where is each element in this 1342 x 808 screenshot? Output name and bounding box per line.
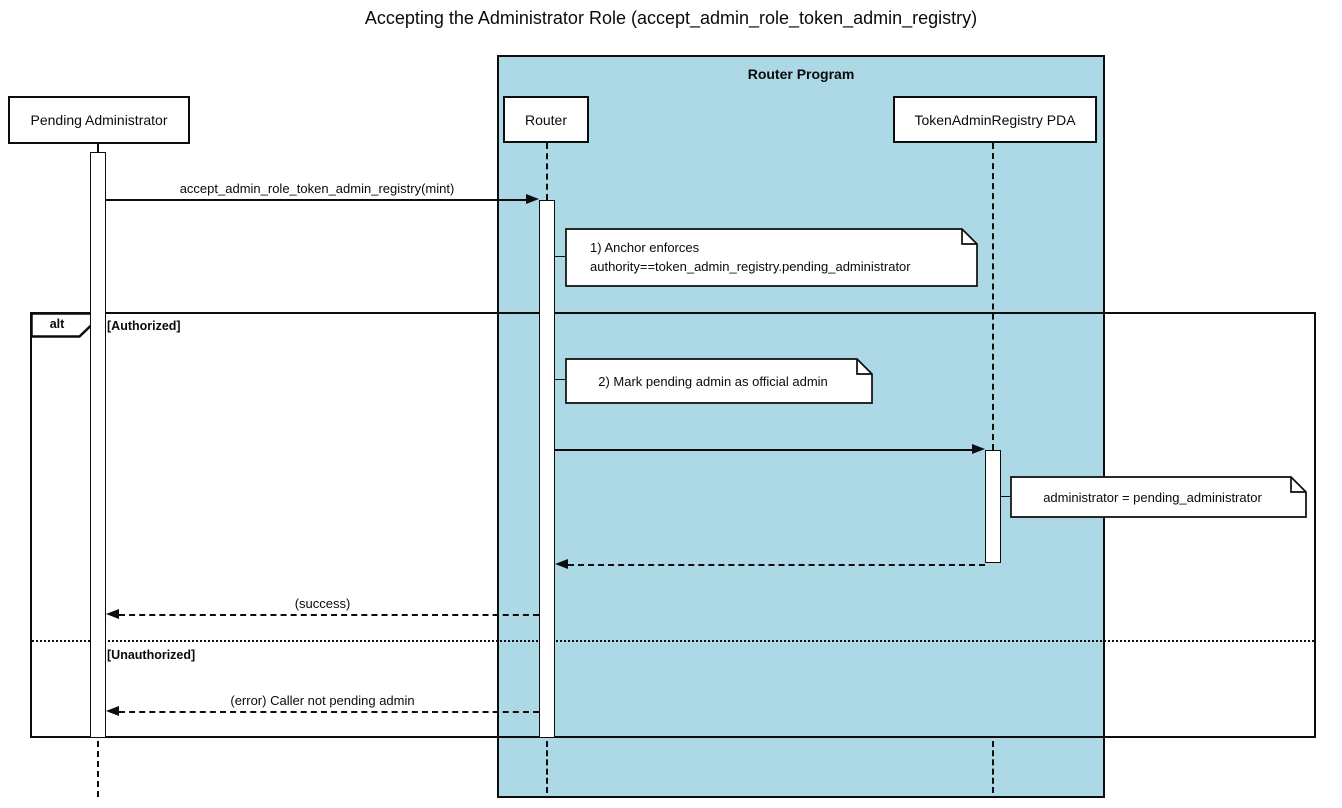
- message-line-router-to-pda: [555, 449, 973, 451]
- lifeline-pending-administrator-bottom: [97, 741, 99, 797]
- guard-unauthorized: [Unauthorized]: [107, 648, 196, 662]
- arrowhead-right-icon: [972, 444, 985, 454]
- lifeline-router-bottom: [546, 741, 548, 793]
- note-connector: [1001, 496, 1010, 497]
- message-label-success: (success): [294, 596, 351, 611]
- alt-operator-pentagon-icon: [29, 311, 93, 338]
- activation-router: [539, 200, 555, 738]
- participant-router: Router: [503, 96, 589, 143]
- arrowhead-right-icon: [526, 194, 539, 204]
- note-fold-icon: [856, 359, 872, 375]
- note-shape-icon: [1010, 476, 1307, 518]
- note-line: 1) Anchor enforces: [590, 240, 700, 255]
- lifeline-router-top: [546, 143, 548, 200]
- router-program-frame: Router Program: [497, 55, 1105, 798]
- note-anchor-enforces: 1) Anchor enforces authority==token_admi…: [565, 228, 978, 287]
- message-line-error: [119, 711, 539, 713]
- note-shape-icon: [565, 228, 978, 287]
- lifeline-pda-bottom: [992, 741, 994, 793]
- note-fold-icon: [1290, 477, 1306, 493]
- note-fold-icon: [961, 229, 977, 245]
- message-line-pda-return: [568, 564, 985, 566]
- participant-label: Pending Administrator: [30, 112, 168, 128]
- note-line: administrator = pending_administrator: [1043, 489, 1262, 505]
- note-administrator-assignment: administrator = pending_administrator: [1010, 476, 1307, 518]
- note-mark-pending-admin: 2) Mark pending admin as official admin: [565, 358, 873, 404]
- lifeline-pending-administrator-stub: [97, 143, 99, 152]
- message-line-accept-admin-role: [106, 199, 528, 201]
- arrowhead-left-icon: [106, 609, 119, 619]
- arrowhead-left-icon: [106, 706, 119, 716]
- alt-frame: alt [Authorized] [Unauthorized]: [29, 311, 1316, 738]
- diagram-title: Accepting the Administrator Role (accept…: [364, 8, 978, 28]
- message-line-success: [119, 614, 539, 616]
- guard-authorized: [Authorized]: [107, 319, 181, 333]
- participant-pending-administrator: Pending Administrator: [8, 96, 190, 144]
- activation-pending-administrator: [90, 152, 106, 738]
- participant-label: TokenAdminRegistry PDA: [914, 111, 1076, 128]
- alt-divider: [32, 640, 1314, 642]
- participant-label: Router: [524, 111, 568, 128]
- note-shape-icon: [565, 358, 873, 404]
- arrowhead-left-icon: [555, 559, 568, 569]
- participant-token-admin-registry-pda: TokenAdminRegistry PDA: [893, 96, 1097, 143]
- note-connector: [555, 379, 565, 380]
- note-line: 2) Mark pending admin as official admin: [598, 373, 828, 389]
- note-connector: [555, 256, 565, 257]
- message-label-error: (error) Caller not pending admin: [230, 693, 415, 708]
- note-line: authority==token_admin_registry.pending_…: [590, 259, 911, 274]
- alt-operator-label: alt: [49, 317, 65, 331]
- lifeline-pda-top: [992, 143, 994, 450]
- router-program-label: Router Program: [747, 66, 855, 82]
- message-label-accept-admin-role: accept_admin_role_token_admin_registry(m…: [179, 181, 455, 196]
- activation-pda: [985, 450, 1001, 563]
